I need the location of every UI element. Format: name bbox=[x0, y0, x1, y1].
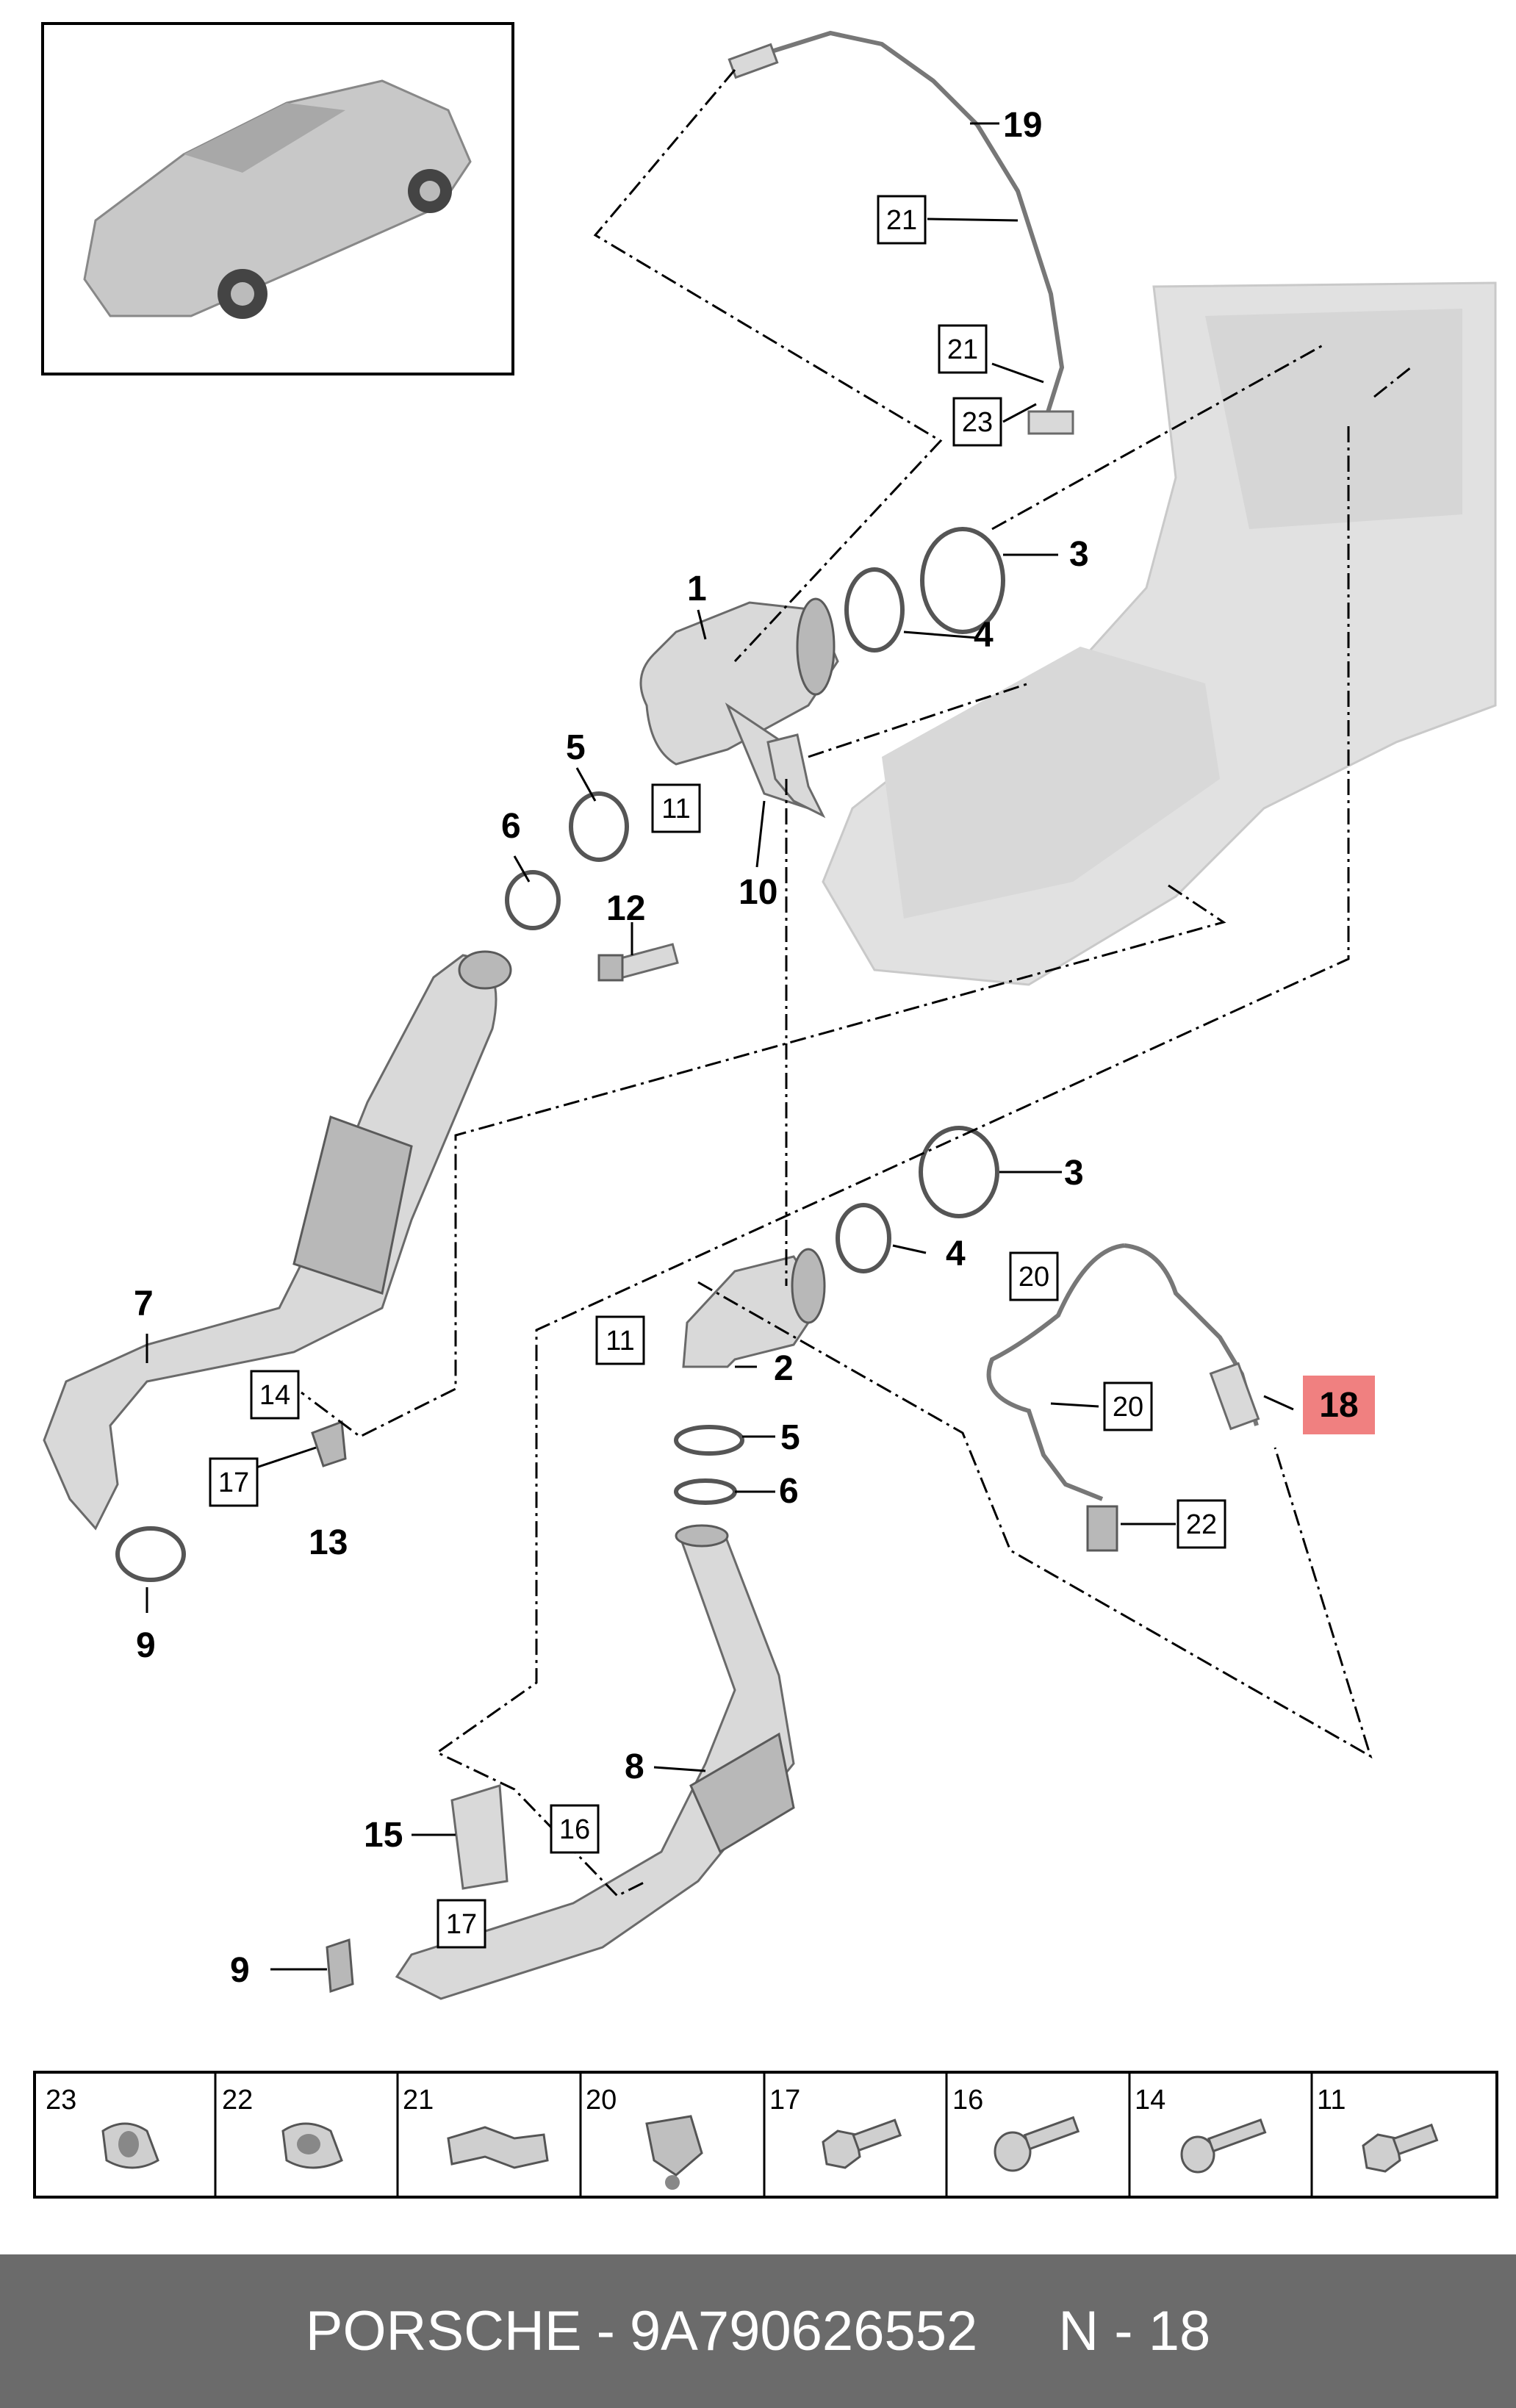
callout-6: 6 bbox=[501, 807, 521, 846]
cable-holder-icon bbox=[447, 2126, 549, 2169]
clamp-3-upper bbox=[920, 527, 1005, 634]
legend-num-14: 14 bbox=[1135, 2085, 1165, 2116]
exhaust-pipe-8 bbox=[395, 1524, 795, 2000]
clamp-5-lower bbox=[674, 1425, 744, 1456]
bracket-15 bbox=[450, 1784, 509, 1890]
callout-13: 13 bbox=[309, 1523, 348, 1562]
bracket-13 bbox=[311, 1420, 347, 1467]
catalytic-converter-1 bbox=[639, 597, 839, 811]
box-ref-20: 20 bbox=[1113, 1392, 1143, 1423]
callout-4-lower: 4 bbox=[946, 1234, 966, 1273]
leader-lines bbox=[146, 122, 1294, 1971]
assembly-reference-lines bbox=[301, 69, 1412, 1897]
callout-12: 12 bbox=[606, 889, 645, 928]
box-ref-22: 22 bbox=[1186, 1509, 1217, 1540]
box-ref-11: 11 bbox=[606, 1326, 634, 1356]
hardware-legend-strip: 23 22 21 20 17 16 14 11 bbox=[33, 2071, 1498, 2199]
boxed-references: 21 21 23 11 11 14 17 20 20 22 16 17 bbox=[209, 195, 1226, 1949]
callout-5-lower: 5 bbox=[780, 1418, 800, 1457]
box-ref-14: 14 bbox=[259, 1380, 290, 1411]
seal-ring-4-lower bbox=[836, 1203, 891, 1273]
clip-icon bbox=[281, 2122, 343, 2169]
legend-num-17: 17 bbox=[769, 2085, 800, 2116]
clip-icon bbox=[101, 2122, 159, 2169]
clamp-9-lower bbox=[326, 1938, 354, 1994]
oxygen-sensor-18 bbox=[986, 1243, 1260, 1552]
callout-2: 2 bbox=[774, 1349, 794, 1388]
box-ref-17: 17 bbox=[446, 1909, 477, 1940]
callout-10: 10 bbox=[739, 873, 777, 912]
callout-9: 9 bbox=[136, 1626, 156, 1665]
legend-num-22: 22 bbox=[222, 2085, 253, 2116]
part-number-callouts: 19 3 4 1 5 6 12 10 7 13 9 3 4 2 5 6 8 15… bbox=[134, 106, 1089, 1990]
legend-num-20: 20 bbox=[586, 2085, 617, 2116]
hex-bolt-icon bbox=[1362, 2123, 1439, 2173]
box-ref-21: 21 bbox=[886, 205, 917, 236]
box-ref-16: 16 bbox=[559, 1814, 590, 1845]
separator: - bbox=[596, 2300, 615, 2362]
box-ref-23: 23 bbox=[962, 407, 993, 438]
part-number-footer: PORSCHE - 9A790626552 N - 18 bbox=[0, 2254, 1516, 2408]
box-ref-21: 21 bbox=[947, 334, 978, 365]
box-ref-11: 11 bbox=[661, 794, 690, 824]
oxygen-sensor-19 bbox=[728, 30, 1074, 435]
part-number: 9A790626552 bbox=[629, 2300, 978, 2362]
catalytic-converter-2 bbox=[682, 1248, 826, 1368]
callout-6-lower: 6 bbox=[779, 1472, 799, 1511]
hex-bolt-icon bbox=[822, 2118, 902, 2169]
torx-bolt-icon bbox=[1180, 2118, 1267, 2174]
legend-num-11: 11 bbox=[1317, 2085, 1346, 2116]
highlighted-callout-18: 18 bbox=[1303, 1376, 1375, 1434]
callout-3: 3 bbox=[1069, 535, 1089, 574]
legend-num-21: 21 bbox=[403, 2085, 434, 2116]
callout-19: 19 bbox=[1003, 106, 1042, 145]
callout-9-lower: 9 bbox=[230, 1951, 250, 1990]
callout-15: 15 bbox=[364, 1816, 403, 1855]
seal-ring-6-upper bbox=[505, 870, 561, 930]
box-ref-20: 20 bbox=[1019, 1262, 1049, 1293]
callout-7: 7 bbox=[134, 1284, 154, 1323]
engine-transmission-background bbox=[822, 281, 1497, 986]
bolt-12 bbox=[597, 943, 679, 982]
callout-18: 18 bbox=[1319, 1386, 1358, 1425]
torx-bolt-icon bbox=[994, 2116, 1080, 2172]
callout-1: 1 bbox=[687, 569, 707, 608]
box-ref-17: 17 bbox=[218, 1467, 249, 1498]
legend-num-16: 16 bbox=[952, 2085, 983, 2116]
exhaust-pipe-7 bbox=[43, 950, 512, 1531]
callout-4: 4 bbox=[974, 616, 994, 655]
connector-holder-icon bbox=[645, 2115, 703, 2190]
exploded-parts-diagram: 19 3 4 1 5 6 12 10 7 13 9 3 4 2 5 6 8 15… bbox=[41, 22, 1497, 2000]
brand-name: PORSCHE bbox=[305, 2300, 582, 2362]
callout-5: 5 bbox=[566, 728, 586, 767]
callout-3-lower: 3 bbox=[1064, 1154, 1084, 1193]
callout-8: 8 bbox=[625, 1747, 644, 1786]
legend-num-23: 23 bbox=[46, 2085, 76, 2116]
vehicle-thumbnail bbox=[41, 22, 514, 375]
bracket-10 bbox=[766, 733, 826, 819]
clamp-3-lower bbox=[919, 1126, 999, 1218]
clamp-5-upper bbox=[569, 791, 629, 862]
seal-ring-4-upper bbox=[844, 567, 905, 653]
position-code: N - 18 bbox=[1058, 2300, 1211, 2362]
clamp-9-left bbox=[115, 1526, 186, 1582]
seal-ring-6-lower bbox=[674, 1478, 737, 1505]
